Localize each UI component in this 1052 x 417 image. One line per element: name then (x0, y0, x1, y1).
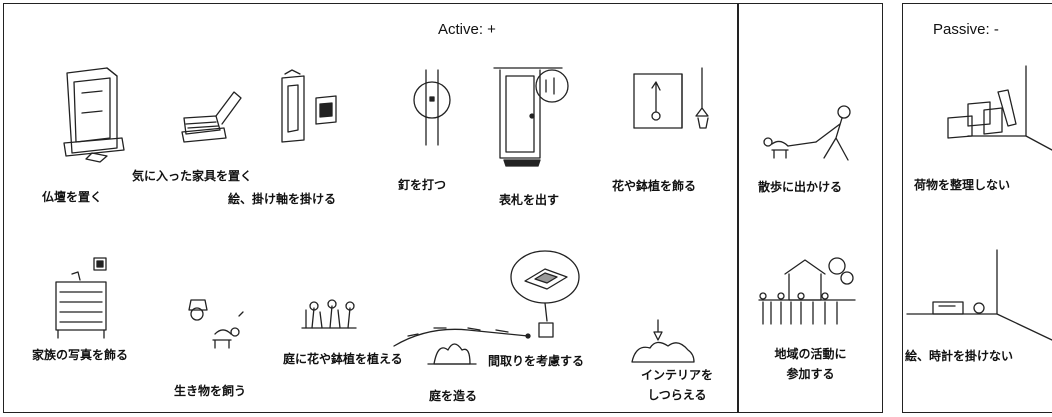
label-interior: インテリアを しつらえる (622, 367, 732, 403)
nail-illustration (413, 69, 451, 146)
label-community: 地域の活動に 参加する (748, 346, 873, 382)
family-photo-illustration (55, 257, 107, 339)
chair-illustration (181, 91, 242, 143)
label-garden-plant: 庭に花や鉢植を植える (283, 352, 403, 366)
window-flowers-illustration (633, 67, 709, 129)
label-layout: 間取りを考慮する (488, 354, 585, 368)
door-nameplate-illustration (493, 67, 569, 167)
passive-title: Passive: - (933, 21, 999, 38)
label-nameplate: 表札を出す (499, 193, 560, 207)
label-butsudan: 仏壇を置く (42, 190, 103, 204)
active-frame (3, 3, 738, 413)
label-family-photo: 家族の写真を飾る (32, 348, 129, 362)
label-walk: 散歩に出かける (758, 180, 843, 194)
interior-illustration (631, 319, 695, 363)
label-no-hang: 絵、時計を掛けない (905, 349, 1014, 363)
scroll-illustration (281, 69, 337, 143)
label-scroll: 絵、掛け軸を掛ける (228, 192, 337, 206)
walking-dog-illustration (763, 105, 851, 161)
garden-path-illustration (393, 327, 531, 365)
pet-illustration (188, 299, 244, 349)
label-interior-line1: インテリアを (640, 368, 713, 382)
community-illustration (758, 257, 856, 325)
label-community-line2: 参加する (786, 367, 835, 381)
label-furniture: 気に入った家具を置く (132, 169, 253, 183)
label-garden-make: 庭を造る (429, 389, 478, 403)
active-ext-frame (738, 3, 883, 413)
butsudan-illustration (63, 67, 125, 163)
no-hang-illustration (906, 249, 1052, 341)
label-community-line1: 地域の活動に (774, 347, 847, 361)
label-flowers: 花や鉢植を飾る (612, 179, 697, 193)
luggage-illustration (947, 65, 1052, 151)
active-title: Active: + (438, 21, 496, 38)
passive-frame (902, 3, 1052, 413)
garden-plants-illustration (301, 299, 357, 329)
label-luggage: 荷物を整理しない (914, 178, 1011, 192)
floorplan-illustration (510, 250, 580, 338)
label-nail: 釘を打つ (398, 178, 447, 192)
label-pet: 生き物を飼う (174, 384, 247, 398)
label-interior-line2: しつらえる (647, 388, 707, 402)
